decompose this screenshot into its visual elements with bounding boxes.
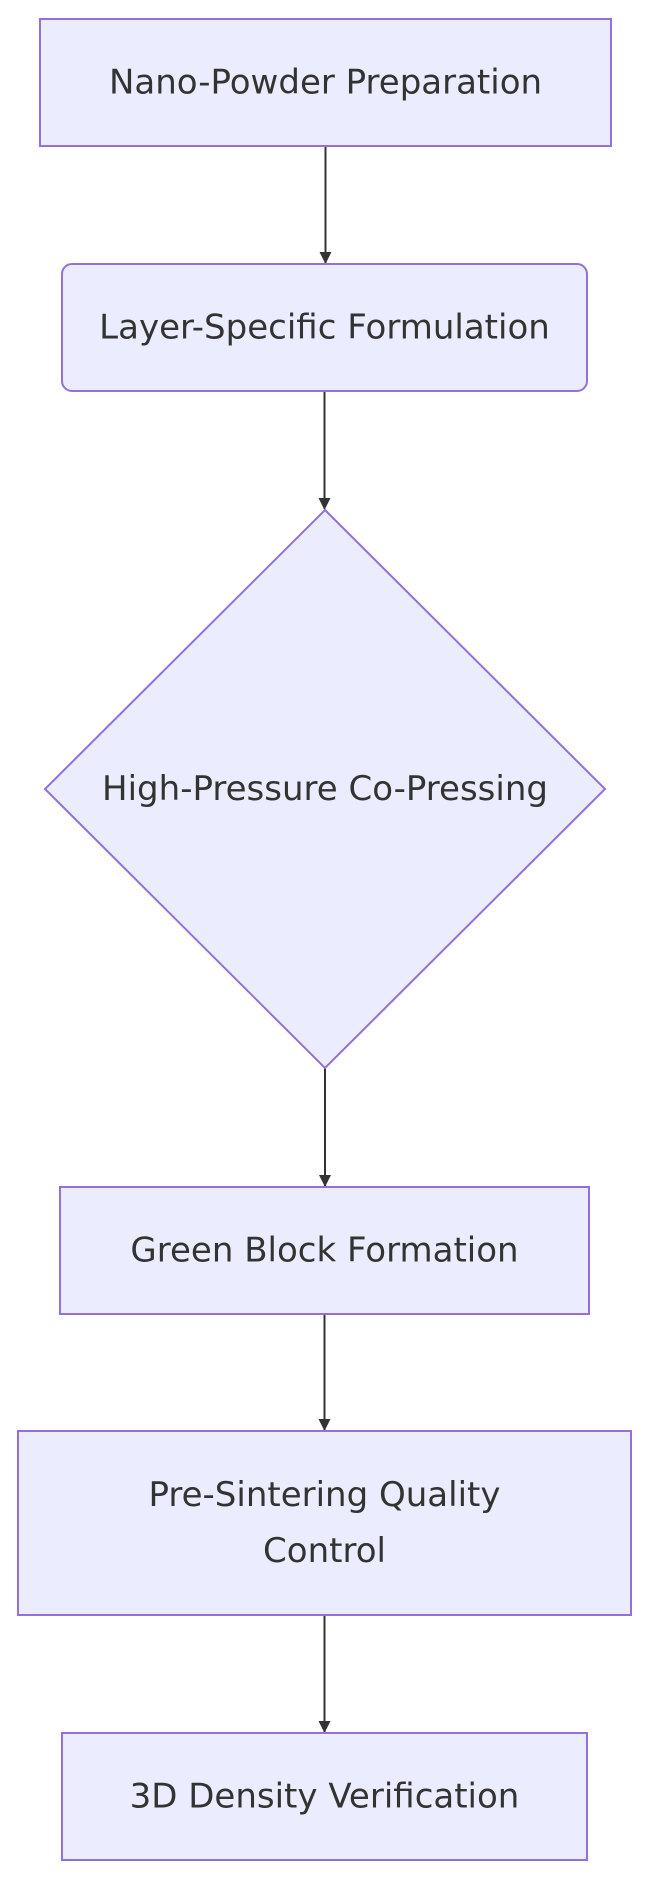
edges-layer <box>318 146 332 1733</box>
node-label: Control <box>263 1531 386 1571</box>
box-shape <box>59 1186 590 1315</box>
node-label: High-Pressure Co-Pressing <box>102 769 548 809</box>
node-label: 3D Density Verification <box>130 1777 520 1817</box>
box-shape <box>17 1430 632 1616</box>
box-shape <box>39 18 612 147</box>
node-nano-powder-preparation: Nano-Powder Preparation <box>39 18 612 147</box>
node-label: Nano-Powder Preparation <box>109 63 542 103</box>
node-label: Layer-Specific Formulation <box>99 308 550 348</box>
decision-diamond-shape <box>43 508 607 1070</box>
rounded-box-shape <box>61 263 588 392</box>
box-shape <box>61 1732 588 1861</box>
node-3d-density-verification: 3D Density Verification <box>61 1732 588 1861</box>
node-label: Green Block Formation <box>130 1231 518 1271</box>
node-high-pressure-co-pressing: High-Pressure Co-Pressing <box>43 508 607 1070</box>
node-layer-specific-formulation: Layer-Specific Formulation <box>61 263 588 392</box>
node-green-block-formation: Green Block Formation <box>59 1186 590 1315</box>
node-label: Pre-Sintering Quality <box>148 1475 500 1515</box>
